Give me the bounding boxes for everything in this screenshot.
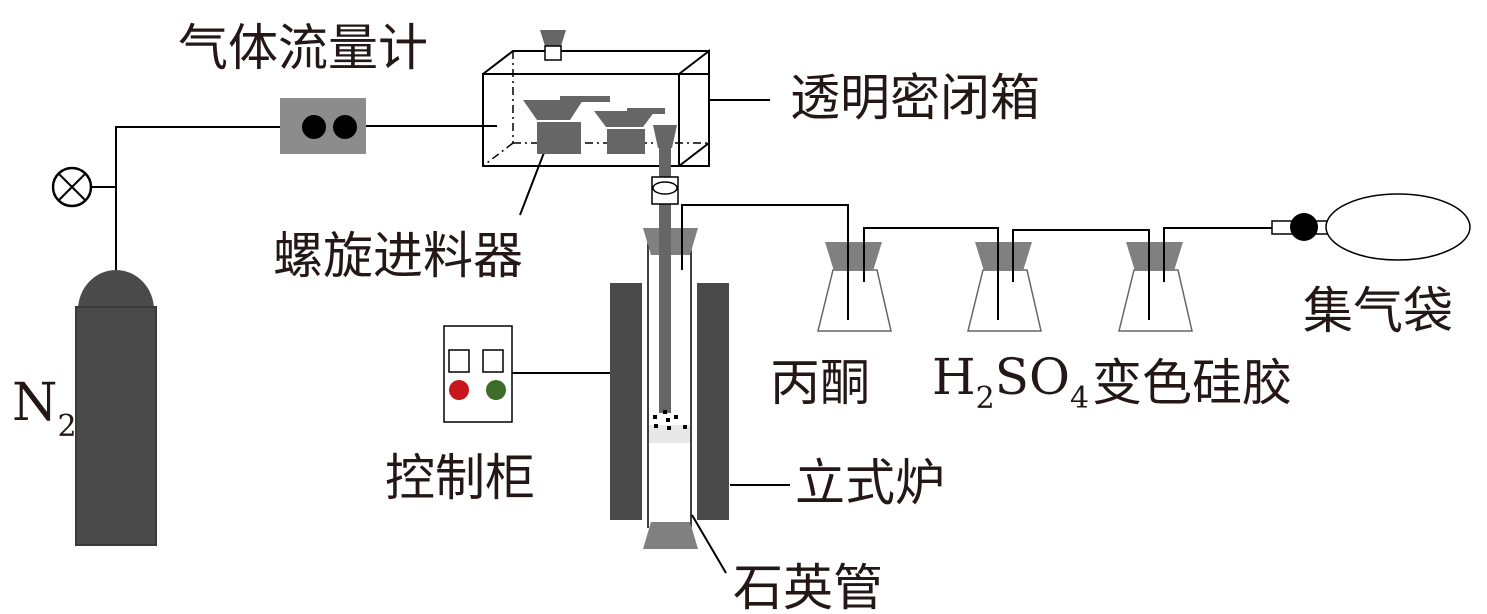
flask-h2so4: [967, 228, 1042, 332]
valve-icon: [51, 166, 93, 208]
green-indicator: [486, 380, 506, 400]
label-vertical-furnace: 立式炉: [795, 454, 945, 512]
label-silica-gel: 变色硅胶: [1092, 354, 1292, 412]
label-control-cabinet: 控制柜: [385, 449, 535, 507]
leader-screw-feeder: [519, 149, 546, 216]
inlet-funnel: [540, 30, 566, 61]
label-nitrogen: N2: [12, 373, 77, 444]
gas-lines: [90, 99, 1272, 574]
label-sulfuric-acid: H2SO4: [932, 348, 1089, 416]
gas-bag: [1271, 193, 1471, 261]
line-cylinder-to-flowmeter: [115, 126, 280, 270]
red-indicator: [449, 380, 469, 400]
label-screw-feeder: 螺旋进料器: [273, 227, 523, 285]
label-quartz-tube: 石英管: [733, 559, 883, 614]
screw-feeder: [523, 96, 677, 154]
label-acetone: 丙酮: [770, 354, 870, 412]
label-sealed-box: 透明密闭箱: [790, 69, 1040, 127]
rotary-valve: [651, 176, 679, 205]
n2-cylinder: [75, 270, 157, 546]
feed-pipe-inner: [659, 228, 671, 413]
sealed-box-front-edges: [483, 74, 680, 167]
sealed-box: [482, 48, 710, 167]
control-cabinet: [443, 325, 513, 423]
leader-quartz-tube: [691, 514, 727, 574]
gas-flowmeter: [280, 98, 366, 154]
line-h2so4-to-silica: [1012, 229, 1150, 292]
sample-particles: [653, 410, 687, 430]
line-reactor-to-acetone: [681, 204, 849, 292]
flask-silica-gel: [1118, 228, 1193, 332]
flask-acetone: [817, 205, 892, 332]
label-gas-bag: 集气袋: [1303, 282, 1453, 340]
line-silica-to-bag: [1163, 227, 1272, 280]
vertical-furnace: [610, 283, 729, 520]
line-acetone-to-h2so4: [863, 227, 999, 280]
label-gas-flowmeter: 气体流量计: [178, 19, 428, 77]
